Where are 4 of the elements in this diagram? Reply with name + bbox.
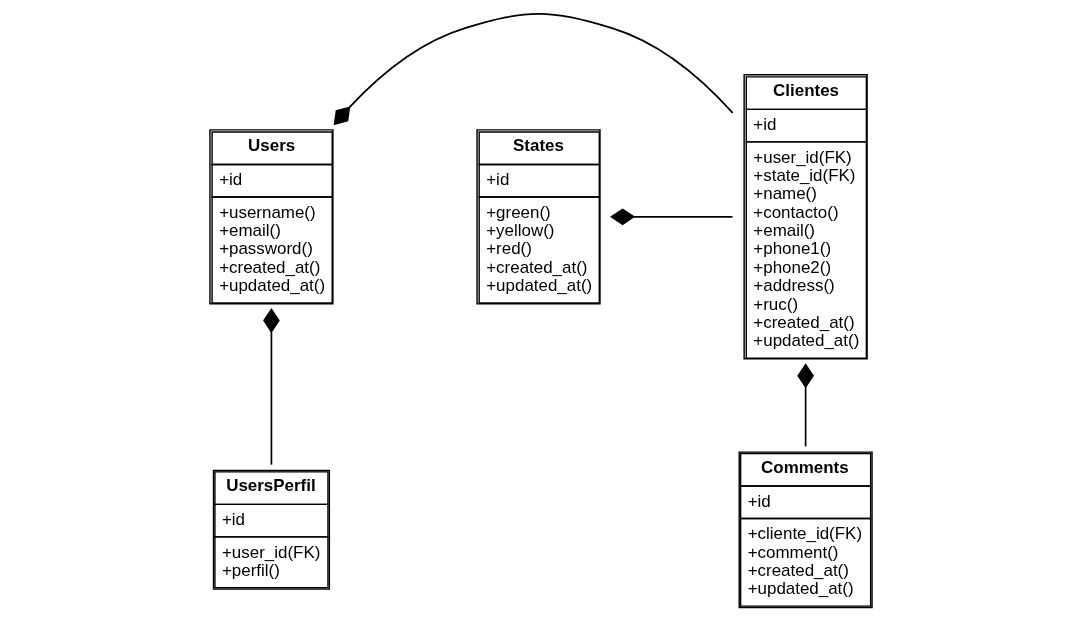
connector (262, 308, 280, 466)
connector (333, 12, 733, 126)
connector (796, 363, 814, 448)
connector (609, 208, 733, 226)
